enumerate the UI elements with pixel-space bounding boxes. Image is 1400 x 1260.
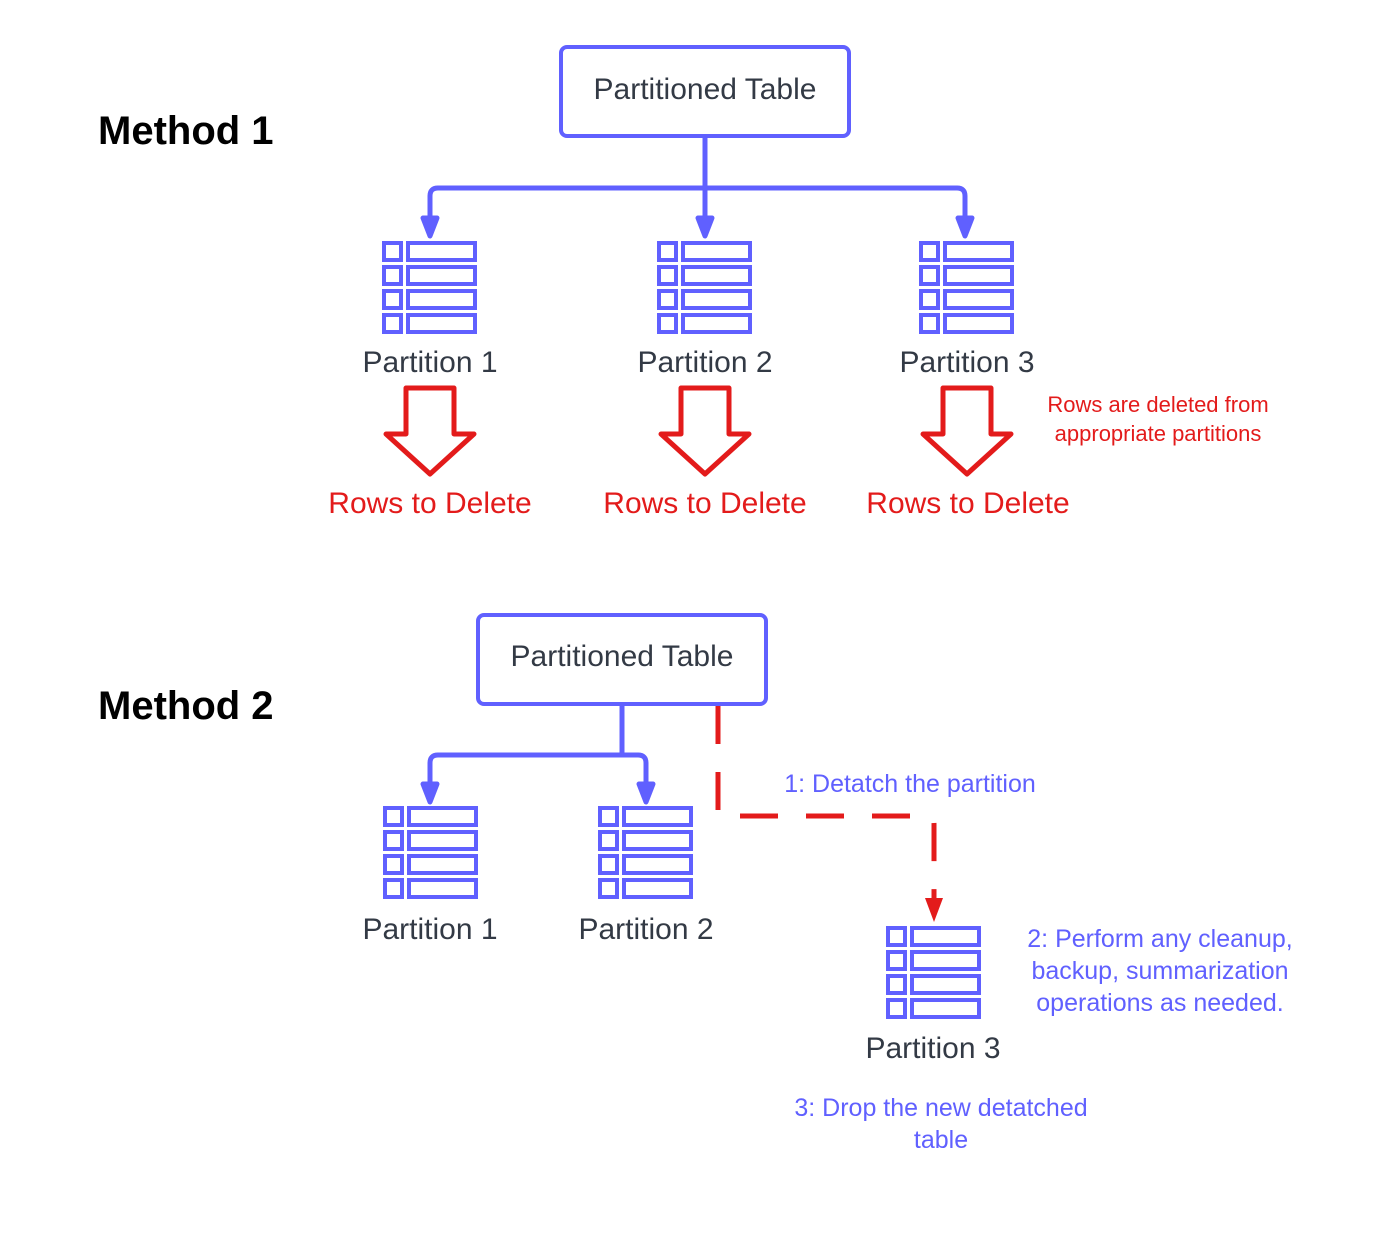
step-2-line-2: backup, summarization [1031, 957, 1288, 985]
down-arrow-icon [658, 385, 752, 477]
method-1-partition-1-label: Partition 1 [362, 346, 497, 379]
detach-dashed-path [715, 706, 943, 922]
down-arrow-icon [383, 385, 477, 477]
method-1-connectors [420, 136, 975, 239]
method-2-partition-1-label: Partition 1 [362, 913, 497, 946]
step-3-line-2: table [914, 1126, 968, 1154]
step-3-line-1: 3: Drop the new detatched [794, 1094, 1087, 1122]
method-1-note-line-2: appropriate partitions [1055, 421, 1262, 446]
connector-to-partition-1 [427, 752, 622, 800]
arrowhead-partition-1 [420, 781, 440, 805]
method-1-heading: Method 1 [98, 109, 274, 153]
rows-to-delete-label-2: Rows to Delete [603, 487, 806, 520]
method-2-partition-2-label: Partition 2 [578, 913, 713, 946]
rows-to-delete-label-3: Rows to Delete [866, 487, 1069, 520]
method-2-table-label: Partitioned Table [511, 640, 734, 673]
down-arrow-icon [920, 385, 1014, 477]
method-1-partition-3-label: Partition 3 [899, 346, 1034, 379]
table-rows-icon [919, 241, 1014, 334]
detached-partition-label: Partition 3 [865, 1032, 1000, 1065]
arrowhead-partition-1 [420, 215, 440, 239]
method-1-partitioned-table-box: Partitioned Table [559, 45, 851, 138]
connector-to-partition-2 [622, 752, 649, 800]
arrowhead-partition-2 [636, 781, 656, 805]
method-1-table-label: Partitioned Table [594, 73, 817, 106]
method-1-partition-2-label: Partition 2 [637, 346, 772, 379]
step-2-line-3: operations as needed. [1036, 989, 1283, 1017]
step-1-label: 1: Detatch the partition [784, 770, 1036, 798]
rows-to-delete-label-1: Rows to Delete [328, 487, 531, 520]
method-2-partitioned-table-box: Partitioned Table [476, 613, 768, 706]
table-rows-icon [657, 241, 752, 334]
method-1-note-line-1: Rows are deleted from [1047, 392, 1268, 417]
table-rows-icon [383, 806, 478, 899]
method-2-connectors [420, 704, 656, 805]
connector-to-partition-1 [427, 185, 705, 234]
table-rows-icon [886, 926, 981, 1019]
detach-arrowhead [925, 898, 943, 922]
table-rows-icon [598, 806, 693, 899]
arrowhead-partition-2 [695, 215, 715, 239]
arrowhead-partition-3 [955, 215, 975, 239]
connector-to-partition-3 [705, 185, 968, 234]
table-rows-icon [382, 241, 477, 334]
method-2-heading: Method 2 [98, 684, 274, 728]
step-2-line-1: 2: Perform any cleanup, [1027, 925, 1292, 953]
